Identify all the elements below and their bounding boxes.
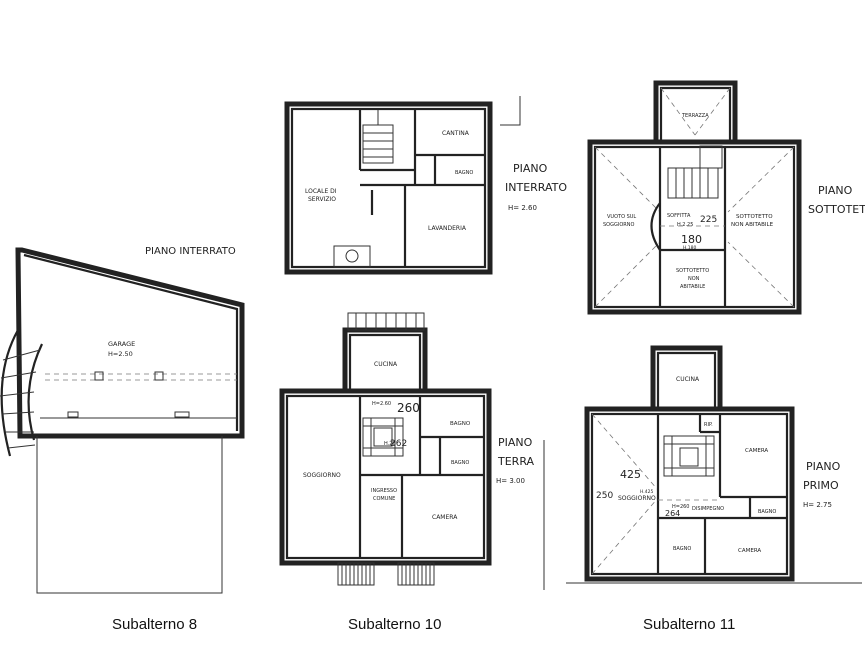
room-label: RIP. [704,422,713,428]
room-label: LAVANDERIA [428,225,467,232]
room-label: BAGNO [455,170,473,176]
staircase [667,167,719,199]
annotation: H.20 [384,441,396,447]
floor-title: PIANO [498,436,533,449]
room-label: BAGNO [673,546,691,552]
boiler [333,245,371,268]
room-label: DISIMPEGNO [692,506,724,512]
garage-plan: PIANO INTERRATO GARAGE H=2.50 [0,246,245,594]
room-label: CUCINA [374,361,398,368]
room-label: TERRAZZA [681,113,709,119]
pillar [94,371,104,381]
height-label: H= 2.60 [508,204,537,212]
annotation: 180 [681,233,702,246]
room-label: CAMERA [738,548,761,554]
height-label: H= 3.00 [496,477,525,485]
caption-subalterno-8: Subalterno 8 [112,616,198,633]
room-label: SOFFITTA [667,213,691,219]
room-label: CANTINA [442,130,470,137]
annotation: H=2.60 [372,401,391,407]
room-label: SOGGIORNO [603,222,634,228]
steps [337,562,375,586]
room-label: BAGNO [758,509,776,515]
room-label: SOGGIORNO [618,495,656,502]
height-label: H= 2.75 [803,501,832,509]
annotation: H=260 [672,504,690,510]
floor-title: INTERRATO [505,181,567,194]
room-label: NON ABITABILE [731,222,774,228]
room-label: SOGGIORNO [303,472,341,479]
room-label: CAMERA [432,514,458,521]
pillar [154,371,164,381]
floor-title: PIANO [806,460,841,473]
caption-subalterno-10: Subalterno 10 [348,616,442,633]
steps [397,562,435,586]
sub10-interrato-plan: LOCALE DI SERVIZIO CANTINA BAGNO LAVANDE… [284,96,567,275]
room-label: CUCINA [676,376,700,383]
room-label: SERVIZIO [308,196,336,203]
sub11-primo-plan: CUCINA RIP. CAMERA BAGNO DISIMPEGNO SOGG… [566,345,862,584]
caption-subalterno-11: Subalterno 11 [643,616,736,633]
staircase [663,435,715,477]
annotation: 264 [665,509,680,518]
annotation: 225 [700,215,717,225]
sub10-terra-plan: CUCINA BAGNO BAGNO SOGGIORNO INGRESSO CO… [279,312,545,590]
annotation: 425 [620,468,641,481]
annotation: H.425 [640,489,653,495]
room-label-garage: GARAGE [108,340,135,348]
room-label: CAMERA [745,448,768,454]
annotation: 250 [596,491,613,501]
room-label: ABITABILE [680,284,705,290]
floor-title: PIANO [513,162,548,175]
room-label: LOCALE DI [305,188,337,195]
room-label: SOTTOTETTO [736,214,773,220]
room-label: NON [688,276,700,282]
annotation: 260 [397,401,420,415]
sub11-sottotetto-plan: TERRAZZA VUOTO SUL SOGGIORNO SOFFITTA H.… [587,80,865,315]
window [174,411,190,418]
room-label: VUOTO SUL [607,214,636,220]
room-label: H.2.25 [677,222,693,228]
floor-title: PIANO [818,184,853,197]
annotation: 262 [390,439,407,449]
floor-title: TERRA [497,455,535,468]
floor-title: SOTTOTETT [808,203,865,216]
room-label: COMUNE [373,496,395,502]
height-label: H=2.50 [108,350,133,358]
annotation: H.180 [683,245,696,251]
window [67,411,79,418]
floor-title: PRIMO [803,479,839,492]
room-label: BAGNO [451,460,469,466]
room-label: SOTTOTETTO [676,268,709,274]
room-label: BAGNO [450,421,471,427]
room-label: INGRESSO [371,488,397,494]
staircase [362,417,404,457]
floor-title: PIANO INTERRATO [145,246,236,257]
